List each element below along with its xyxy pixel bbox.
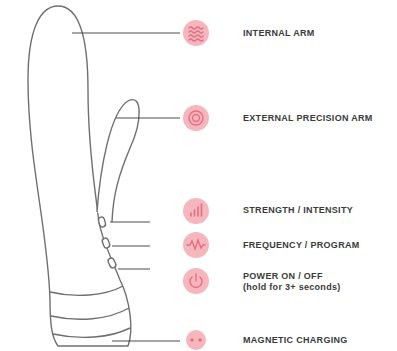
icon-circle	[183, 105, 209, 131]
control-label: POWER ON / OFF	[243, 271, 323, 282]
control-label: FREQUENCY / PROGRAM	[243, 240, 360, 251]
wave-icon	[189, 27, 203, 41]
button	[101, 237, 110, 248]
pulse-icon	[187, 240, 205, 249]
leader-line	[112, 341, 180, 342]
leader-line	[72, 33, 180, 34]
leader-line	[116, 118, 180, 119]
icon-circle	[183, 20, 209, 46]
handle-band	[53, 328, 130, 337]
button	[107, 257, 117, 269]
power-icon	[190, 274, 202, 287]
icon-circle	[183, 232, 209, 258]
part-label: MAGNETIC CHARGING	[243, 335, 348, 346]
icon-circle	[186, 330, 206, 350]
handle-band	[51, 308, 129, 319]
charging-icon	[190, 338, 201, 341]
control-note: (hold for 3+ seconds)	[243, 282, 341, 293]
button	[98, 216, 106, 227]
leader-line	[112, 246, 150, 247]
part-label: INTERNAL ARM	[243, 28, 315, 39]
leader-line	[110, 222, 150, 223]
bars-icon	[191, 204, 202, 216]
part-label: EXTERNAL PRECISION ARM	[243, 113, 373, 124]
target-icon	[189, 111, 203, 125]
leader-line	[118, 269, 150, 270]
control-label: STRENGTH / INTENSITY	[243, 205, 353, 216]
icon-circle	[183, 198, 209, 224]
icon-circle	[183, 268, 209, 294]
handle-band	[50, 286, 123, 295]
